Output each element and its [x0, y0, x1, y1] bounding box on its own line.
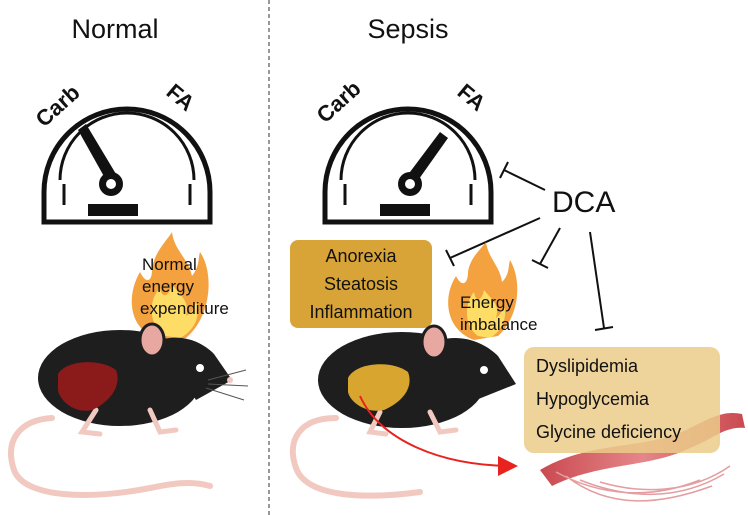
liver-icon — [348, 364, 410, 411]
speedometer-icon — [41, 106, 213, 225]
normal-title: Normal — [71, 14, 158, 44]
mouse-icon — [289, 324, 516, 499]
liver-effect-item: Steatosis — [324, 274, 398, 294]
gauge-carb-label: Carb — [312, 76, 366, 128]
speedometer-icon — [322, 106, 494, 225]
inhibition-icon — [589, 231, 614, 331]
normal-energy-text: Normal — [142, 255, 197, 274]
inhibition-icon — [499, 161, 546, 191]
liver-effect-item: Anorexia — [325, 246, 397, 266]
systemic-effect-item: Glycine deficiency — [536, 422, 681, 442]
flame-icon — [448, 242, 518, 340]
mouse-icon — [8, 322, 249, 498]
dca-label: DCA — [552, 186, 615, 219]
systemic-effect-item: Dyslipidemia — [536, 356, 639, 376]
normal-energy-text: expenditure — [140, 299, 229, 318]
liver-to-muscle-arrow — [359, 395, 518, 476]
sepsis-title: Sepsis — [367, 14, 448, 44]
liver-icon — [58, 362, 118, 411]
inhibition-icon — [531, 227, 561, 269]
flame-icon — [131, 232, 209, 340]
systemic-effect-item: Hypoglycemia — [536, 389, 650, 409]
energy-imbalance-text: imbalance — [460, 315, 538, 334]
inhibition-icon — [445, 217, 541, 267]
liver-effect-item: Inflammation — [309, 302, 412, 322]
systemic-effects-box — [524, 347, 720, 453]
liver-effects-box — [290, 240, 432, 328]
energy-imbalance-text: Energy — [460, 293, 514, 312]
normal-energy-text: energy — [142, 277, 194, 296]
gauge-fa-label: FA — [453, 79, 491, 116]
gauge-fa-label: FA — [162, 79, 200, 116]
